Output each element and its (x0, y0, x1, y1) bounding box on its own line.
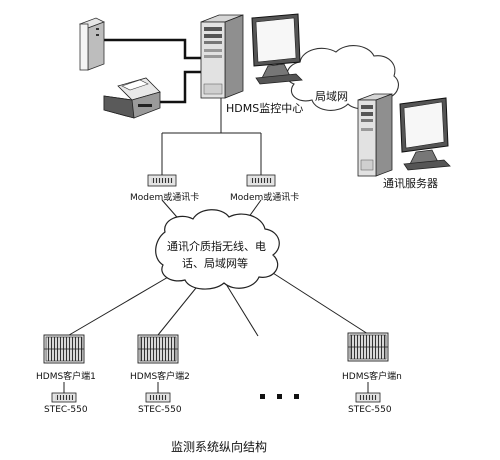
link-cloud-to-client-n (261, 265, 369, 335)
medium-text-line-1: 通讯介质指无线、电 (167, 240, 266, 253)
client-2-rack-icon (137, 334, 179, 364)
center-server-icon (200, 14, 244, 99)
thick-cables (104, 38, 201, 104)
cable-printer-to-center (158, 70, 201, 104)
workstation-tower-icon (79, 17, 105, 71)
stec-2-label: STEC-550 (138, 405, 182, 415)
center-label: HDMS监控中心 (226, 102, 304, 115)
diagram-caption: 监测系统纵向结构 (171, 440, 268, 454)
center-monitor-icon (251, 13, 303, 85)
medium-cloud (155, 209, 280, 290)
stec-1-icon (51, 392, 77, 403)
modem-right-label: Modem或通讯卡 (230, 193, 300, 203)
stec-n-icon (355, 392, 381, 403)
stec-n-label: STEC-550 (348, 405, 392, 415)
stec-2-icon (145, 392, 171, 403)
comm-monitor-icon (399, 97, 451, 171)
link-cloud-to-client-1 (63, 272, 176, 339)
comm-server-icon (357, 93, 393, 177)
cable-tower-to-center (104, 38, 201, 60)
modem-left-label: Modem或通讯卡 (130, 193, 200, 203)
more-clients-ellipsis (260, 394, 299, 399)
modem-right-icon (246, 174, 276, 187)
client-1-rack-icon (43, 334, 85, 364)
printer-icon (103, 77, 161, 119)
client-1-label: HDMS客户端1 (36, 372, 96, 382)
client-2-label: HDMS客户端2 (130, 372, 190, 382)
comm-server-label: 通讯服务器 (383, 177, 438, 190)
medium-description: 通讯介质指无线、电 话、局域网等 (167, 238, 266, 272)
medium-text-line-2: 话、局域网等 (182, 257, 248, 270)
client-n-label: HDMS客户端n (342, 372, 402, 382)
link-cloud-to-client-dashed (225, 283, 259, 337)
client-n-rack-icon (347, 332, 389, 362)
lan-label: 局域网 (315, 90, 348, 103)
link-cloud-to-client-2 (157, 282, 201, 336)
stec-1-label: STEC-550 (44, 405, 88, 415)
modem-left-icon (147, 174, 177, 187)
